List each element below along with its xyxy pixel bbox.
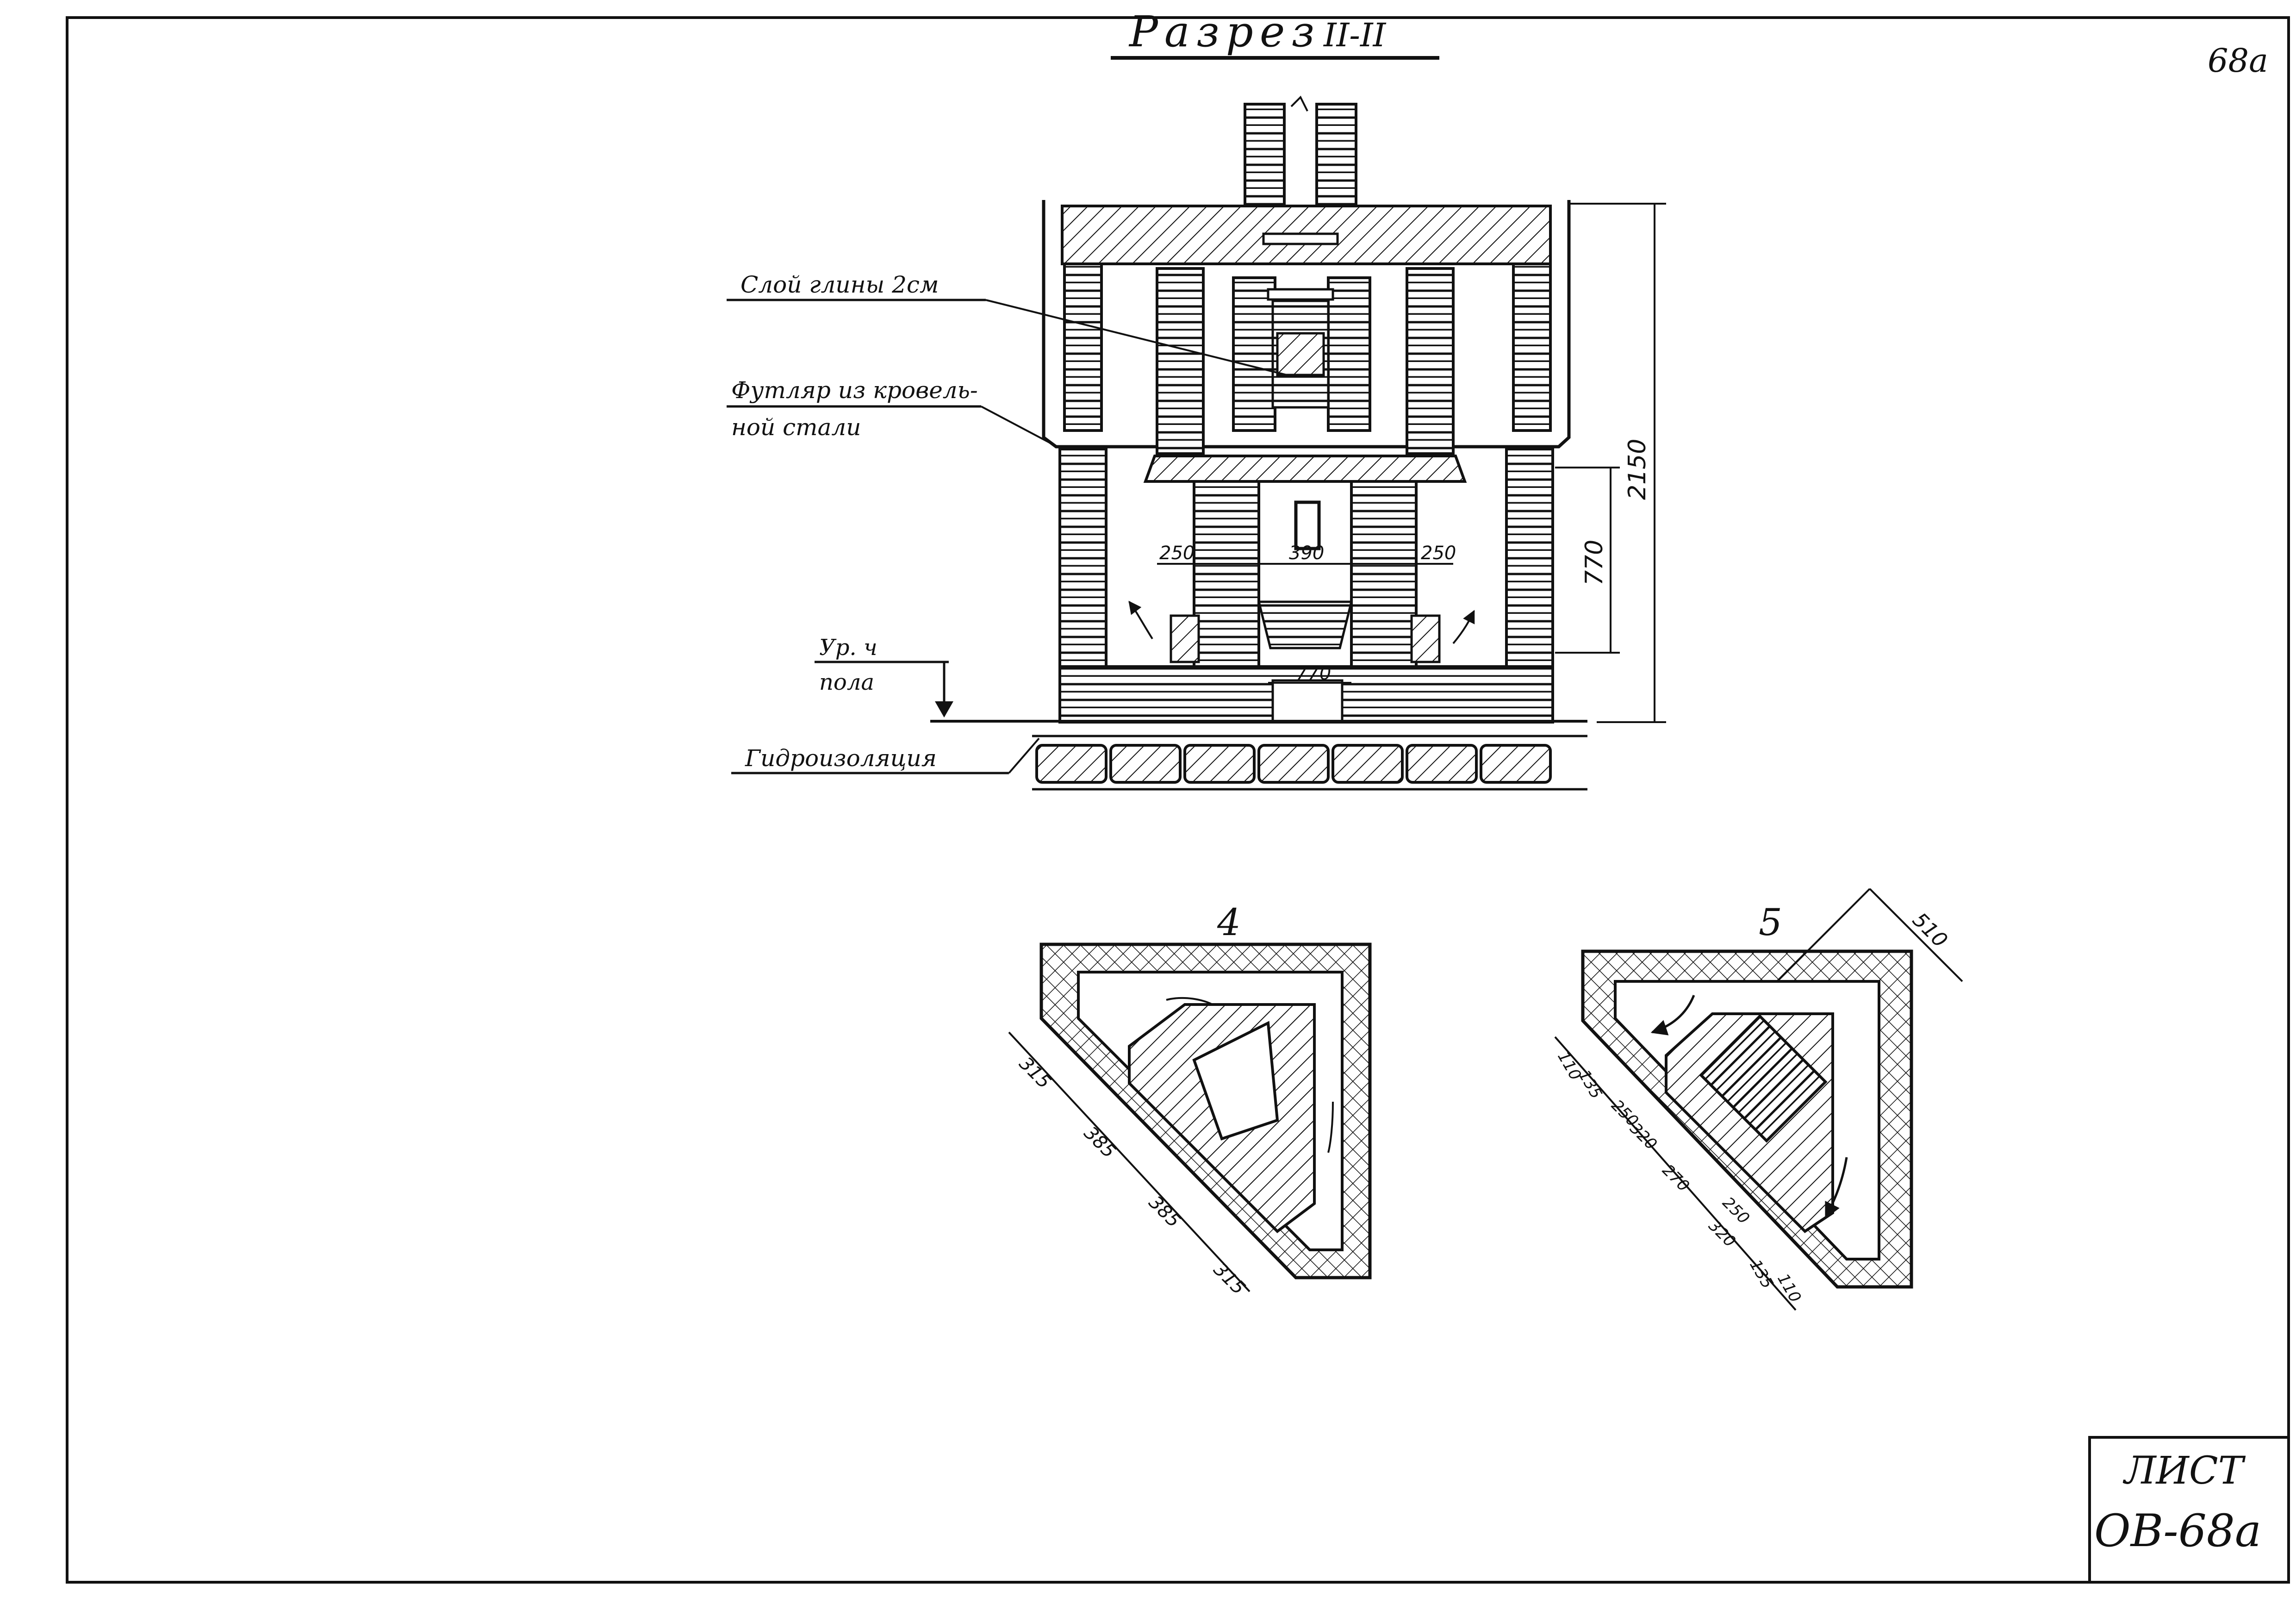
dim-firebox-height: 770 — [1555, 467, 1620, 654]
dim-firebox-row: 250 390 250 — [1157, 543, 1456, 574]
plan-5-overall-dim-line — [1869, 888, 1963, 982]
plan-5: 5 510 110 135 250 320 270 320 250 135 11… — [1554, 888, 1963, 1311]
inner-core-right — [1406, 267, 1455, 455]
firebox-width-value: 390 — [1289, 543, 1324, 564]
plan-5-flow-arrow-left — [1650, 995, 1695, 1036]
casing-label-2: ной стали — [731, 414, 861, 441]
plan-5-dim-line — [1554, 1036, 1797, 1311]
stamp-label: ЛИСТ — [2122, 1449, 2246, 1493]
floor-level-label-2: пола — [819, 669, 874, 695]
page-number: 68а — [2208, 42, 2268, 80]
ashpit-width-value: 770 — [1296, 663, 1331, 684]
middle-slab — [1143, 455, 1467, 483]
damper-plate-mid — [1267, 288, 1334, 301]
plan-5-overall-value: 510 — [1908, 908, 1952, 952]
upper-wall-right — [1512, 262, 1552, 432]
floor-level-marker: Ур. ч пола — [815, 635, 953, 718]
plan-4-dim-2: 385 — [1080, 1123, 1120, 1163]
air-arrow-right — [1452, 610, 1475, 644]
stamp-code: ОВ-68а — [2094, 1505, 2261, 1557]
casing-label-1: Футляр из кровель- — [731, 377, 978, 404]
overall-height-value: 2150 — [1624, 439, 1651, 500]
clay-layer-label: Слой глины 2см — [740, 271, 939, 298]
air-arrow-left — [1128, 600, 1153, 640]
inner-core-left — [1156, 267, 1205, 455]
drawing-title: Разрез II-II — [1111, 7, 1439, 60]
chimney — [1244, 95, 1357, 219]
plan-5-flow-arrow-right — [1824, 1157, 1848, 1219]
callout-waterproofing: Гидроизоляция — [731, 737, 1040, 774]
callout-clay-layer: Слой глины 2см — [727, 271, 1287, 376]
plan-5-dim-5: 270 — [1659, 1161, 1693, 1195]
plan-5-dim-9: 110 — [1773, 1271, 1804, 1306]
section-view: Ур. ч пола Слой глины 2см Футляр из кров… — [727, 95, 1666, 791]
plan-5-dim-8: 135 — [1746, 1257, 1777, 1292]
vent-brick-left — [1170, 614, 1200, 663]
plan-4-label: 4 — [1217, 901, 1241, 944]
plan-4: 4 315 385 385 315 — [1008, 901, 1372, 1299]
lower-wall-left — [1058, 448, 1108, 668]
vent-brick-right — [1410, 614, 1441, 663]
ash-opening — [1271, 679, 1344, 724]
steel-casing — [1042, 200, 1571, 449]
plan-5-label: 5 — [1759, 901, 1782, 944]
firebox-door — [1294, 500, 1321, 550]
title-text: Разрез — [1128, 7, 1321, 56]
plan-4-dim-line — [1008, 1031, 1251, 1292]
plan-4-flow-arrow-top — [1166, 997, 1213, 1005]
title-numeral: II-II — [1323, 16, 1387, 54]
plan-4-dim-3: 385 — [1145, 1192, 1185, 1232]
clay-layer-box — [1276, 332, 1325, 376]
plan-4-dim-4: 315 — [1209, 1259, 1250, 1299]
dim-overall-height: 2150 — [1569, 203, 1666, 723]
firebox-height-value: 770 — [1580, 540, 1608, 586]
plan-4-dim-1: 315 — [1015, 1053, 1055, 1093]
damper-plate-top — [1262, 232, 1339, 245]
right-channel-value: 250 — [1421, 543, 1456, 564]
firebox-grate — [1257, 600, 1353, 649]
plan-5-grate — [1699, 1014, 1828, 1143]
lower-wall-right — [1505, 448, 1554, 668]
left-channel-value: 250 — [1159, 543, 1195, 564]
plan-4-flow-arrow-side — [1327, 1101, 1334, 1153]
waterproofing-label: Гидроизоляция — [745, 745, 937, 772]
firebox-wall-left — [1193, 480, 1260, 668]
upper-wall-left — [1063, 262, 1103, 432]
foundation-stones — [1035, 744, 1552, 784]
plan-4-firebox — [1192, 1021, 1279, 1141]
plan-5-overall-leader — [1776, 888, 1871, 982]
sheet-stamp: ЛИСТ ОВ-68а — [2088, 1436, 2290, 1584]
callout-steel-casing: Футляр из кровель- ной стали — [727, 377, 1053, 445]
inner-flue-left — [1232, 276, 1276, 432]
sheet-border — [66, 16, 2290, 1584]
firebox-wall-right — [1350, 480, 1418, 668]
floor-level-label-1: Ур. ч — [819, 635, 877, 661]
dim-ashpit: 770 — [1268, 663, 1351, 684]
inner-flue-right — [1327, 276, 1371, 432]
